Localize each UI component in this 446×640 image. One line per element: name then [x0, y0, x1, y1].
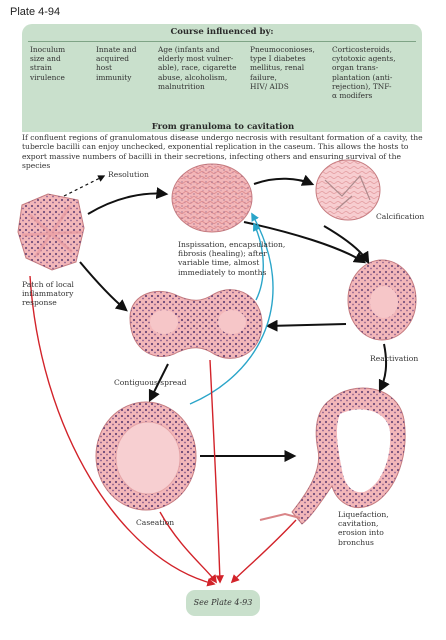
patch-to-fibrosis-arrow [87, 187, 169, 215]
course-header: Course influenced by: [170, 27, 274, 37]
label-contiguous: Contiguous spread [114, 378, 187, 387]
caseation-to-plate-red-arrow [159, 511, 217, 584]
reactivation-illustration [347, 259, 417, 341]
panel-tail [22, 120, 422, 132]
caseation-illustration [95, 401, 197, 511]
spread-to-plate-red-arrow [209, 359, 224, 584]
spread-to-caseation-arrow [148, 363, 169, 403]
course-panel: Course influenced by: Inoculum size and … [22, 24, 422, 120]
reactivation-to-spread-arrow [265, 319, 347, 332]
label-resolution: Resolution [108, 170, 149, 179]
plate-label: Plate 4-94 [10, 6, 61, 18]
label-calcification: Calcification [376, 212, 425, 221]
factor-immunity: Innate and acquired host immunity [96, 45, 137, 82]
see-plate-box: See Plate 4-93 [186, 590, 260, 616]
intro-paragraph: If confluent regions of granulomatous di… [22, 133, 423, 171]
caseation-to-fibrosis-blue-arrow [189, 212, 274, 405]
patch-to-plate-red-arrow [29, 275, 216, 587]
contiguous-spread-illustration [129, 289, 263, 359]
factor-drugs: Corticosteroids, cytotoxic agents, organ… [332, 45, 396, 101]
label-caseation: Caseation [136, 518, 175, 527]
spread-to-fibrosis-blue-arrow [252, 222, 264, 301]
cavity-to-plate-red-arrow [230, 519, 297, 584]
calcified-granuloma-illustration [315, 159, 381, 221]
label-patch: Patch of local inflammatory response [22, 280, 74, 308]
resolution-arrow [63, 175, 106, 197]
label-inspissation: Inspissation, encapsulation, fibrosis (h… [178, 240, 286, 277]
panel-divider [28, 41, 416, 42]
calcification-to-reactivation-arrow [323, 225, 370, 265]
patch-to-spread-arrow [79, 261, 128, 312]
factor-inoculum: Inoculum size and strain virulence [30, 45, 66, 82]
patch-illustration [17, 193, 85, 271]
fibrosis-to-calcification-arrow [253, 174, 315, 186]
factor-age: Age (infants and elderly most vulner- ab… [158, 45, 237, 91]
label-reactivation: Reactivation [370, 354, 419, 363]
reactivation-to-cavity-arrow [378, 343, 390, 393]
label-liquefaction: Liquefaction, cavitation, erosion into b… [338, 510, 389, 547]
factor-diseases: Pneumoconioses, type I diabetes mellitus… [250, 45, 315, 91]
fibrous-granuloma-illustration [171, 163, 253, 233]
section-title: From granuloma to cavitation [151, 122, 295, 132]
cavity-illustration [259, 387, 406, 525]
